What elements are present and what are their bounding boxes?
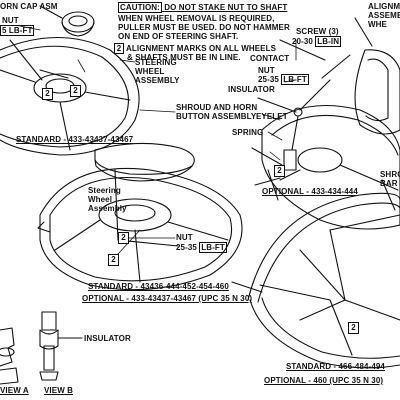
view-b-label: VIEW B — [44, 386, 74, 395]
spring-label: SPRING — [232, 128, 264, 137]
shroud-right-label: SHRO BAR — [380, 170, 400, 188]
nut-label-mid: NUT — [176, 233, 193, 242]
horn-cap-drawing — [39, 5, 95, 37]
callout-2-top-left-b: 2 — [42, 88, 53, 100]
alignment-note-text-1: ALIGNMENT MARKS ON ALL WHEELS — [126, 44, 277, 53]
steering-wheel-assembly-mid-label: Steering Wheel Assembly — [88, 186, 127, 213]
callout-2-mid: 2 — [118, 232, 129, 244]
screw-label: SCREW (3) — [296, 27, 339, 36]
caution-line-3: PULLER MUST BE USED. DO NOT HAMMER — [118, 23, 290, 32]
nut-label-top-left: NUT — [2, 16, 19, 25]
caution-line-1: CAUTION: DO NOT STAKE NUT TO SHAFT — [118, 2, 288, 13]
alignment-right-label: ALIGNME ASSEMB WHE — [368, 2, 400, 29]
callout-2-top-left: 2 — [70, 85, 81, 97]
callout-2-bottom-right: 2 — [348, 322, 359, 334]
steering-wheel-top-left-drawing — [0, 37, 140, 156]
caution-line-2: WHEN WHEEL REMOVAL IS REQUIRED, — [118, 14, 275, 23]
caution-text-1: DO NOT STAKE NUT TO SHAFT — [161, 3, 288, 12]
standard-bottom-right-label: STANDARD - 466-484-494 — [286, 362, 385, 371]
contact-label: CONTACT — [250, 54, 290, 63]
torque-label-mid: 25-35 LB-FT — [176, 242, 227, 253]
eyelet-label: EYELET — [256, 112, 288, 121]
callout-2-right: 2 — [274, 165, 285, 177]
callout-2-mid-b: 2 — [108, 254, 119, 266]
steering-wheel-assembly-top-label: STEERING WHEEL ASSEMBLY — [135, 58, 180, 85]
views-a-b-drawing — [0, 311, 83, 385]
alignment-note-line-2: & SHAFTS MUST BE IN LINE. — [127, 53, 241, 62]
caution-title: CAUTION: — [118, 2, 162, 13]
optional-bottom-right-label: OPTIONAL - 460 (UPC 35 N 30) — [264, 376, 384, 385]
standard-top-left-label: STANDARD - 433-43437-43467 — [16, 135, 134, 144]
optional-right-label: OPTIONAL - 433-434-444 — [262, 187, 358, 196]
caution-line-4: ON END OF STEERING SHAFT. — [118, 32, 239, 41]
leader-lines — [19, 25, 297, 255]
steering-wheel-middle-drawing — [37, 142, 243, 291]
steering-wheel-bottom-right-drawing — [231, 179, 400, 369]
horn-assembly-right-drawing — [251, 17, 400, 171]
torque-right-unit: LB-FT — [281, 74, 309, 85]
torque-label-top-left: 5 LB-FT — [0, 25, 35, 36]
note-number: 2 — [114, 43, 124, 54]
optional-mid-label: OPTIONAL - 433-43437-43467 (UPC 35 N 30) — [82, 294, 253, 303]
screw-torque-label: 20-30 LB-IN — [292, 36, 342, 47]
torque-mid-value: 25-35 — [176, 243, 197, 252]
view-a-label: VIEW A — [0, 386, 29, 395]
standard-mid-label: STANDARD - 43436-444-452-454-460 — [88, 282, 229, 291]
torque-right-value: 25-35 — [258, 75, 279, 84]
alignment-note-line-1: 2 ALIGNMENT MARKS ON ALL WHEELS — [114, 43, 276, 54]
torque-label-right: 25-35 LB-FT — [258, 74, 309, 85]
insulator-bottom-left-label: INSULATOR — [84, 334, 131, 343]
nut-label-right: NUT — [258, 66, 275, 75]
shroud-horn-label: SHROUD AND HORN BUTTON ASSEMBLY — [176, 103, 258, 121]
horn-cap-label: ORN CAP ASM — [0, 2, 58, 11]
screw-torque-unit: LB-IN — [315, 36, 342, 47]
screw-torque-value: 20-30 — [292, 37, 313, 46]
insulator-right-label: INSULATOR — [228, 85, 275, 94]
torque-mid-unit: LB-FT — [199, 242, 227, 253]
